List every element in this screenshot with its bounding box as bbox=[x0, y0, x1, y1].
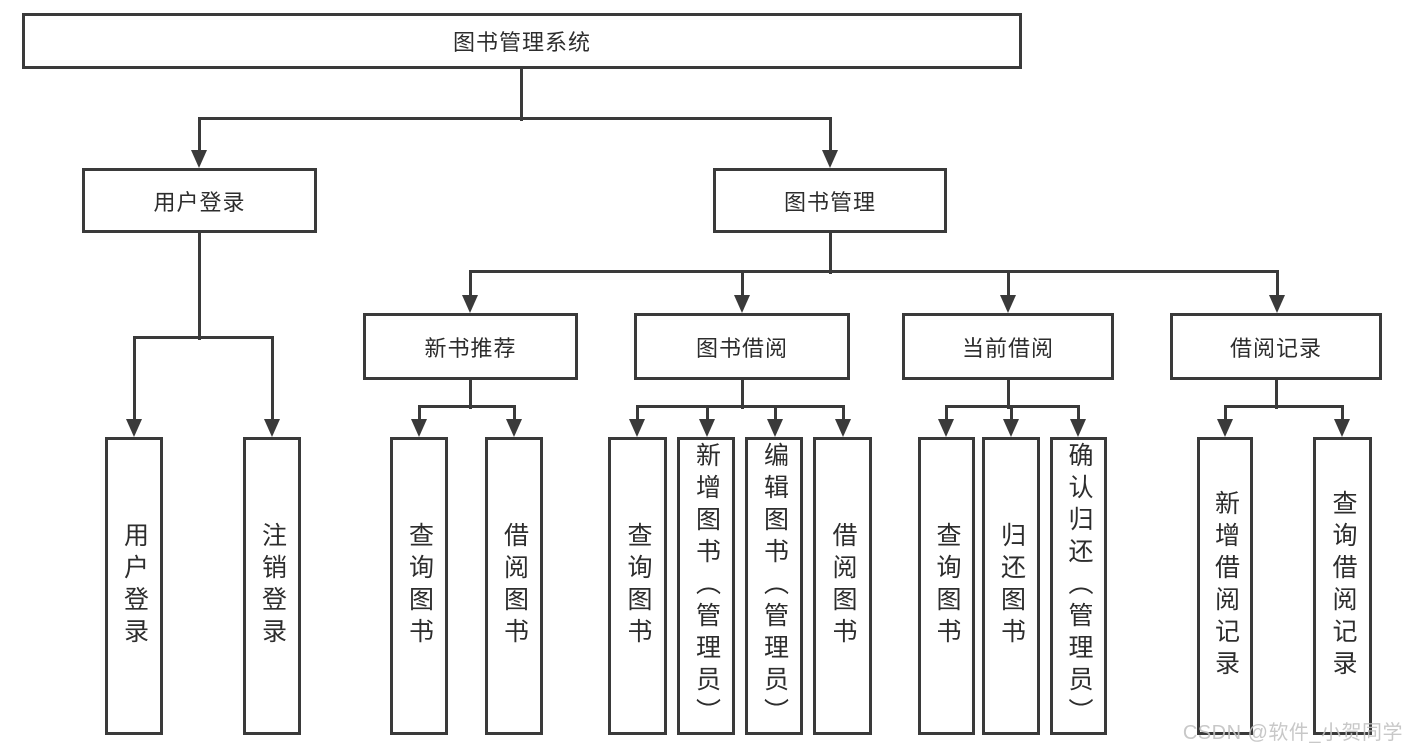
leaf-query-borrow-record: 查询借阅记录 bbox=[1313, 437, 1372, 735]
node-book-borrowing: 图书借阅 bbox=[634, 313, 850, 380]
connector-line bbox=[132, 337, 136, 419]
connector-line bbox=[1076, 406, 1080, 419]
connector-line bbox=[417, 406, 421, 419]
connector-line bbox=[1274, 380, 1278, 409]
connector-line bbox=[132, 335, 274, 339]
connector-line bbox=[944, 406, 948, 419]
watermark: CSDN @软件_小贺同学 bbox=[1182, 722, 1403, 744]
arrowhead-icon bbox=[629, 419, 645, 437]
arrowhead-icon bbox=[126, 419, 142, 437]
arrowhead-icon bbox=[938, 419, 954, 437]
connector-line bbox=[1223, 404, 1344, 408]
arrowhead-icon bbox=[411, 419, 427, 437]
leaf-add-book-admin-label: 新增图书（管理员） bbox=[692, 442, 720, 730]
leaf-borrow-books-recommend: 借阅图书 bbox=[485, 437, 543, 735]
node-new-book-recommend: 新书推荐 bbox=[363, 313, 578, 380]
connector-line bbox=[197, 116, 832, 120]
arrowhead-icon bbox=[191, 150, 207, 168]
leaf-add-borrow-record: 新增借阅记录 bbox=[1197, 437, 1253, 735]
arrowhead-icon bbox=[699, 419, 715, 437]
connector-line bbox=[417, 404, 516, 408]
connector-line bbox=[1223, 406, 1227, 419]
leaf-borrow-books-borrow: 借阅图书 bbox=[813, 437, 872, 735]
connector-line bbox=[828, 232, 832, 274]
arrowhead-icon bbox=[462, 295, 478, 313]
connector-line bbox=[1340, 406, 1344, 419]
node-book-management: 图书管理 bbox=[713, 168, 947, 233]
arrowhead-icon bbox=[1334, 419, 1350, 437]
connector-line bbox=[635, 404, 845, 408]
leaf-add-book-admin: 新增图书（管理员） bbox=[677, 437, 735, 735]
connector-line bbox=[519, 67, 523, 121]
leaf-query-books-current-label: 查询图书 bbox=[933, 522, 960, 650]
connector-line bbox=[740, 380, 744, 409]
node-root-label: 图书管理系统 bbox=[452, 30, 591, 55]
leaf-borrow-books-recommend-label: 借阅图书 bbox=[500, 522, 528, 650]
leaf-query-books-current: 查询图书 bbox=[918, 437, 975, 735]
connector-line bbox=[705, 406, 709, 419]
arrowhead-icon bbox=[1070, 419, 1086, 437]
leaf-return-book: 归还图书 bbox=[982, 437, 1040, 735]
leaf-user-login: 用户登录 bbox=[105, 437, 163, 735]
connector-line bbox=[635, 406, 639, 419]
connector-line bbox=[512, 406, 516, 419]
node-borrow-records-label: 借阅记录 bbox=[1229, 335, 1322, 361]
connector-line bbox=[841, 406, 845, 419]
node-user-login-label: 用户登录 bbox=[153, 189, 246, 215]
connector-line bbox=[468, 271, 472, 295]
arrowhead-icon bbox=[1269, 295, 1285, 313]
arrowhead-icon bbox=[734, 295, 750, 313]
leaf-edit-book-admin-label: 编辑图书（管理员） bbox=[760, 442, 788, 730]
arrowhead-icon bbox=[264, 419, 280, 437]
connector-line bbox=[740, 271, 744, 295]
arrowhead-icon bbox=[835, 419, 851, 437]
arrowhead-icon bbox=[506, 419, 522, 437]
arrowhead-icon bbox=[1217, 419, 1233, 437]
leaf-user-login-label: 用户登录 bbox=[120, 522, 148, 650]
node-user-login: 用户登录 bbox=[82, 168, 317, 233]
connector-line bbox=[1006, 271, 1010, 295]
arrowhead-icon bbox=[822, 150, 838, 168]
node-root-system: 图书管理系统 bbox=[22, 13, 1022, 69]
leaf-query-books-recommend-label: 查询图书 bbox=[405, 522, 433, 650]
connector-line bbox=[828, 118, 832, 150]
connector-line bbox=[468, 269, 1279, 273]
leaf-logout: 注销登录 bbox=[243, 437, 301, 735]
connector-line bbox=[197, 232, 201, 340]
arrowhead-icon bbox=[1003, 419, 1019, 437]
leaf-return-book-label: 归还图书 bbox=[997, 522, 1025, 650]
leaf-logout-label: 注销登录 bbox=[258, 522, 286, 650]
connector-line bbox=[468, 380, 472, 409]
leaf-query-borrow-record-label: 查询借阅记录 bbox=[1329, 490, 1356, 682]
node-current-borrowing-label: 当前借阅 bbox=[961, 335, 1054, 361]
leaf-confirm-return-admin: 确认归还（管理员） bbox=[1050, 437, 1107, 735]
leaf-add-borrow-record-label: 新增借阅记录 bbox=[1211, 490, 1239, 682]
node-borrow-records: 借阅记录 bbox=[1170, 313, 1382, 380]
node-current-borrowing: 当前借阅 bbox=[902, 313, 1114, 380]
leaf-query-books-recommend: 查询图书 bbox=[390, 437, 448, 735]
connector-line bbox=[1006, 380, 1010, 409]
leaf-edit-book-admin: 编辑图书（管理员） bbox=[745, 437, 803, 735]
connector-line bbox=[197, 118, 201, 150]
leaf-confirm-return-admin-label: 确认归还（管理员） bbox=[1065, 442, 1092, 730]
leaf-query-books-borrow: 查询图书 bbox=[608, 437, 667, 735]
leaf-borrow-books-borrow-label: 借阅图书 bbox=[829, 522, 856, 650]
connector-line bbox=[1009, 406, 1013, 419]
arrowhead-icon bbox=[1000, 295, 1016, 313]
arrowhead-icon bbox=[767, 419, 783, 437]
connector-line bbox=[773, 406, 777, 419]
node-new-book-recommend-label: 新书推荐 bbox=[424, 335, 517, 361]
node-book-borrowing-label: 图书借阅 bbox=[695, 335, 788, 361]
connector-line bbox=[1275, 271, 1279, 295]
leaf-query-books-borrow-label: 查询图书 bbox=[624, 522, 651, 650]
node-book-management-label: 图书管理 bbox=[783, 189, 876, 215]
connector-line bbox=[270, 337, 274, 419]
